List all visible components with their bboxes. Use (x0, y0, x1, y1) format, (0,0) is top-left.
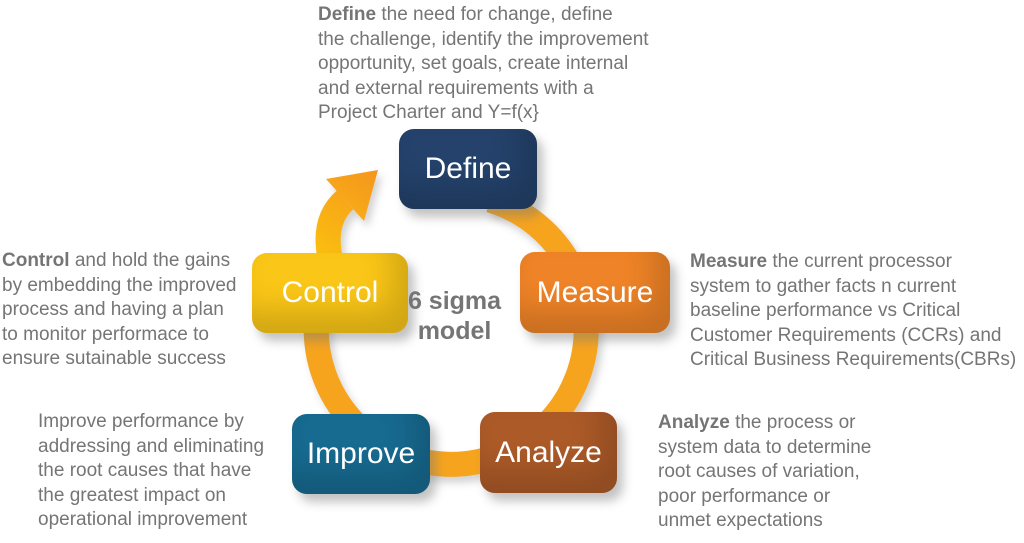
analyze-line1-rest: the process or (729, 412, 856, 433)
node-analyze: Analyze (480, 412, 617, 493)
center-title-line2: model (417, 317, 492, 345)
define-description-line1: Define the need for change, define (318, 3, 649, 28)
center-title: 6 sigma model (377, 286, 532, 346)
control-description-line5: ensure sutainable success (2, 348, 226, 369)
node-measure: Measure (520, 252, 670, 333)
define-description-line3: opportunity, set goals, create internal (318, 53, 629, 74)
node-improve: Improve (292, 414, 430, 494)
analyze-description-line2: system data to determine (658, 436, 872, 458)
define-lead-word: Define (318, 4, 377, 25)
control-description-line3: process and having a plan (2, 299, 224, 320)
center-title-line1: 6 sigma (407, 287, 502, 315)
analyze-description: Analyze the process or system data to de… (658, 411, 871, 534)
measure-description-line2: system to gather facts n current (690, 275, 957, 297)
define-description-line2: the challenge, identify the improvement (318, 28, 649, 50)
node-define-label: Define (424, 152, 512, 185)
node-control: Control (252, 253, 408, 333)
measure-description-line5: Critical Business Requirements(CBRs) (690, 349, 1017, 370)
improve-description-line2: addressing and eliminating (38, 435, 265, 457)
node-analyze-label: Analyze (495, 435, 602, 469)
define-description-line5: Project Charter and Y=f(x} (318, 102, 539, 123)
improve-description-line5: operational improvement (38, 509, 248, 530)
improve-description-line1: Improve performance by (38, 410, 264, 435)
control-description-line4: to monitor performace to (2, 323, 209, 345)
node-control-label: Control (281, 276, 379, 309)
analyze-description-line1: Analyze the process or (658, 411, 871, 436)
improve-description: Improve performance by addressing and el… (38, 410, 264, 533)
analyze-description-line4: poor performance or (658, 485, 831, 507)
define-line1-rest: the need for change, define (376, 4, 613, 25)
measure-description-line3: baseline performance vs Critical (690, 300, 961, 321)
analyze-description-line5: unmet expectations (658, 510, 823, 531)
control-description-line2: by embedding the improved (2, 274, 237, 296)
define-description: Define the need for change, define the c… (318, 3, 649, 126)
node-define: Define (399, 129, 537, 209)
measure-description: Measure the current processor system to … (690, 250, 1016, 373)
measure-lead-word: Measure (690, 251, 768, 272)
control-line1-rest: and hold the gains (69, 250, 231, 271)
analyze-lead-word: Analyze (658, 412, 730, 433)
node-measure-label: Measure (536, 275, 654, 309)
node-improve-label: Improve (306, 437, 416, 470)
improve-description-line4: the greatest impact on (38, 484, 226, 506)
control-lead-word: Control (2, 250, 70, 271)
control-description: Control and hold the gains by embedding … (2, 249, 236, 372)
improve-description-line3: the root causes that have (38, 460, 252, 481)
measure-line1-rest: the current processor (767, 251, 952, 272)
measure-description-line1: Measure the current processor (690, 250, 1016, 275)
define-description-line4: and external requirements with a (318, 77, 594, 99)
measure-description-line4: Customer Requirements (CCRs) and (690, 324, 1002, 346)
cycle-arrowhead-icon (326, 170, 378, 221)
control-description-line1: Control and hold the gains (2, 249, 236, 274)
analyze-description-line3: root causes of variation, (658, 461, 860, 482)
improve-line1-rest: Improve performance by (38, 411, 244, 432)
